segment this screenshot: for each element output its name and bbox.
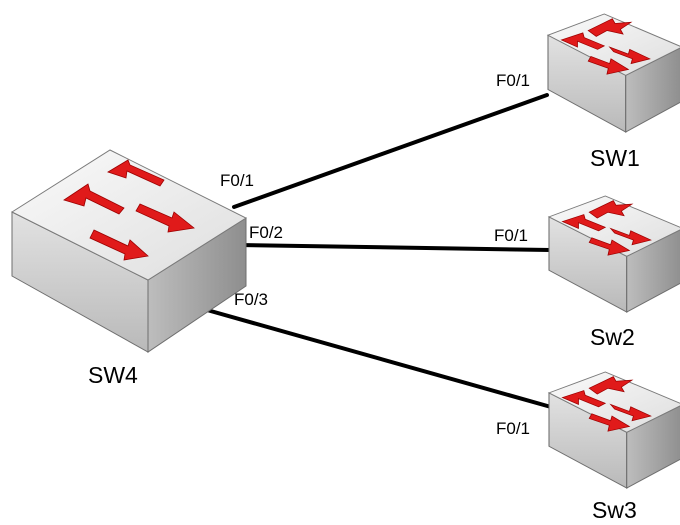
device-label-sw1: SW1 xyxy=(590,145,640,171)
links xyxy=(198,93,553,409)
switch-icon xyxy=(548,195,680,313)
switch-sw1[interactable] xyxy=(547,13,680,133)
port-label-sw3: F0/1 xyxy=(496,419,530,438)
port-label-sw4-link2: F0/2 xyxy=(249,223,283,242)
device-label-sw4: SW4 xyxy=(88,362,138,388)
link-sw4-sw3[interactable] xyxy=(198,306,553,409)
port-label-sw2: F0/1 xyxy=(494,226,528,245)
switch-sw3[interactable] xyxy=(548,371,680,489)
port-label-sw4-link3: F0/3 xyxy=(234,290,268,309)
device-label-sw2: Sw2 xyxy=(590,324,635,350)
switch-icon xyxy=(547,13,680,133)
port-label-sw4-link1: F0/1 xyxy=(220,171,254,190)
switch-sw2[interactable] xyxy=(548,195,680,313)
link-sw4-sw2[interactable] xyxy=(236,243,552,252)
link-sw4-sw1[interactable] xyxy=(232,93,549,209)
device-label-sw3: Sw3 xyxy=(592,497,637,523)
switch-icon xyxy=(548,371,680,489)
switch-sw4[interactable] xyxy=(10,149,248,353)
port-label-sw1: F0/1 xyxy=(496,71,530,90)
switch-icon xyxy=(10,149,248,353)
